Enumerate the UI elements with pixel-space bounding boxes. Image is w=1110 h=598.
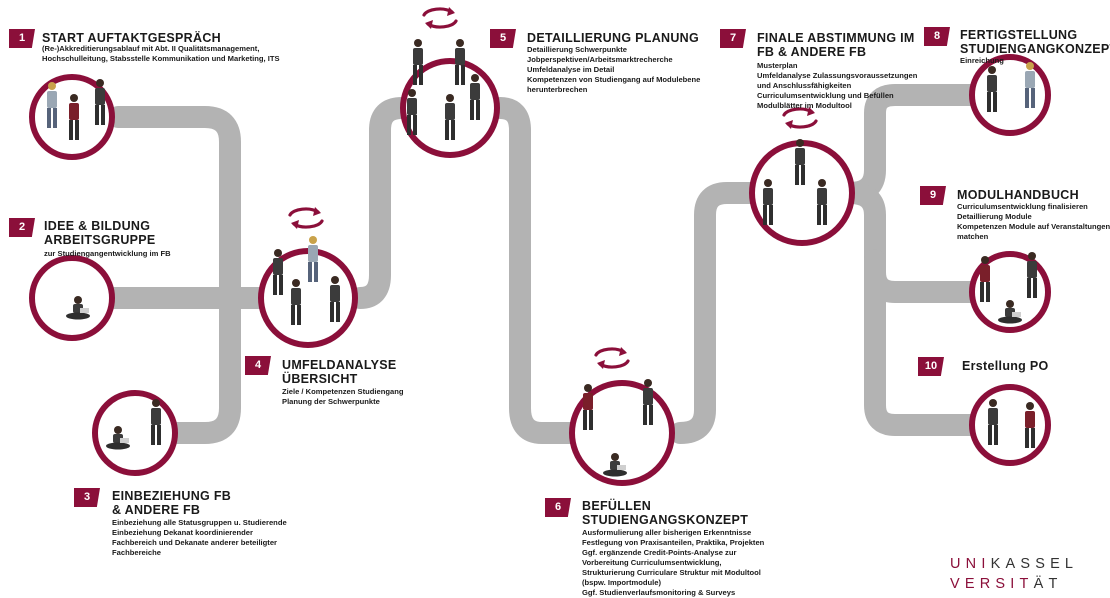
description-line: matchen [957,232,989,241]
university-logo: UNIKASSEL VERSITÄT [950,554,1078,594]
cycle-arrows-icon [782,107,818,129]
step-title: UMFELDANALYSE ÜBERSICHT [282,358,397,386]
description-line: Ziele / Kompetenzen Studiengang [282,387,404,396]
step-number: 8 [924,27,950,46]
logo-line-1: UNIKASSEL [950,556,1079,572]
circle-step-3 [92,390,178,476]
step-title: EINBEZIEHUNG FB & ANDERE FB [112,489,232,517]
step-number: 9 [920,186,946,205]
step-number: 3 [74,488,100,507]
step-number: 2 [9,218,35,237]
circle-step-2 [29,255,115,341]
step-description: Curriculumsentwicklung finalisieren Deta… [957,202,1110,242]
description-line: Kompetenzen Module auf Veranstaltungen [957,222,1110,231]
description-line: Ggf. Studienverlaufsmonitoring & Surveys [582,588,736,597]
description-line: Kompetenzen von Studiengang auf Modulebe… [527,75,701,84]
description-line: Musterplan [757,61,798,70]
step-circles [29,54,1051,486]
description-line: Einbeziehung Dekanat koordinierender [112,528,253,537]
step-number: 4 [245,356,271,375]
description-line: Umfeldanalyse Zulassungsvoraussetzungen [757,71,918,80]
description-line: Modulblätter im Modultool [757,101,852,110]
step-number: 10 [918,357,944,376]
cycle-icons [288,7,818,369]
step-number: 7 [720,29,746,48]
step-number: 5 [490,29,516,48]
step-description: Einreichung [960,56,1004,65]
connector-paths [99,84,1001,444]
description-line: Fachbereiche [112,548,161,557]
description-line: Einbeziehung alle Statusgruppen u. Studi… [112,518,287,527]
step-description: zur Studiengangentwicklung im FB [44,249,171,258]
step-description: Einbeziehung alle Statusgruppen u. Studi… [112,518,287,558]
cycle-arrows-icon [422,7,458,29]
description-line: Detaillierung Module [957,212,1032,221]
step-description: Detaillierung Schwerpunkte Jobperspektiv… [527,45,700,95]
circle-step-10 [969,384,1051,466]
step-title: START AUFTAKTGESPRÄCH [42,31,221,45]
description-line: Curriculumsentwicklung und Befüllen [757,91,894,100]
step-title: DETAILLIERUNG PLANUNG [527,31,700,45]
step-title: BEFÜLLEN STUDIENGANGSKONZEPT [582,499,749,527]
description-line: Ggf. ergänzende Credit-Points-Analyse zu… [582,548,737,557]
description-line: Planung der Schwerpunkte [282,397,380,406]
cycle-arrows-icon [594,347,630,369]
description-line: Strukturierung Curriculare Struktur mit … [582,568,761,577]
description-line: Umfeldanalyse im Detail [527,65,615,74]
step-number: 1 [9,29,35,48]
description-line: und Anschlussfähigkeiten [757,81,852,90]
description-line: Jobperspektiven/Arbeitsmarktrecherche [527,55,673,64]
step-description: (Re-)Akkreditierungsablauf mit Abt. II Q… [42,44,280,63]
step-title: IDEE & BILDUNG ARBEITSGRUPPE [44,219,156,247]
step-description: Ziele / Kompetenzen Studiengang Planung … [282,387,404,407]
description-line: Fachbereich und Dekanate anderer beteili… [112,538,278,547]
step-title: FINALE ABSTIMMUNG IM FB & ANDERE FB [757,31,915,59]
cycle-arrows-icon [288,207,324,229]
step-title: FERTIGSTELLUNG STUDIENGANGKONZEPT [960,28,1110,56]
step-description: Musterplan Umfeldanalyse Zulassungsvorau… [757,61,917,111]
step-number: 6 [545,498,571,517]
description-line: herunterbrechen [527,85,588,94]
description-line: (bspw. Importmodule) [582,578,662,587]
step-description: Ausformulierung aller bisherigen Erkennt… [582,528,764,598]
description-line: Ausformulierung aller bisherigen Erkennt… [582,528,752,537]
step-title: Erstellung PO [962,359,1049,373]
circle-step-8 [969,54,1051,136]
description-line: Vorbereitung Curriculumsentwicklung, [582,558,722,567]
description-line: Curriculumsentwicklung finalisieren [957,202,1088,211]
logo-line-2: VERSITÄT [950,576,1063,592]
description-line: Detaillierung Schwerpunkte [527,45,628,54]
step-title: MODULHANDBUCH [957,188,1079,202]
description-line: Festlegung von Praxisanteilen, Praktika,… [582,538,765,547]
